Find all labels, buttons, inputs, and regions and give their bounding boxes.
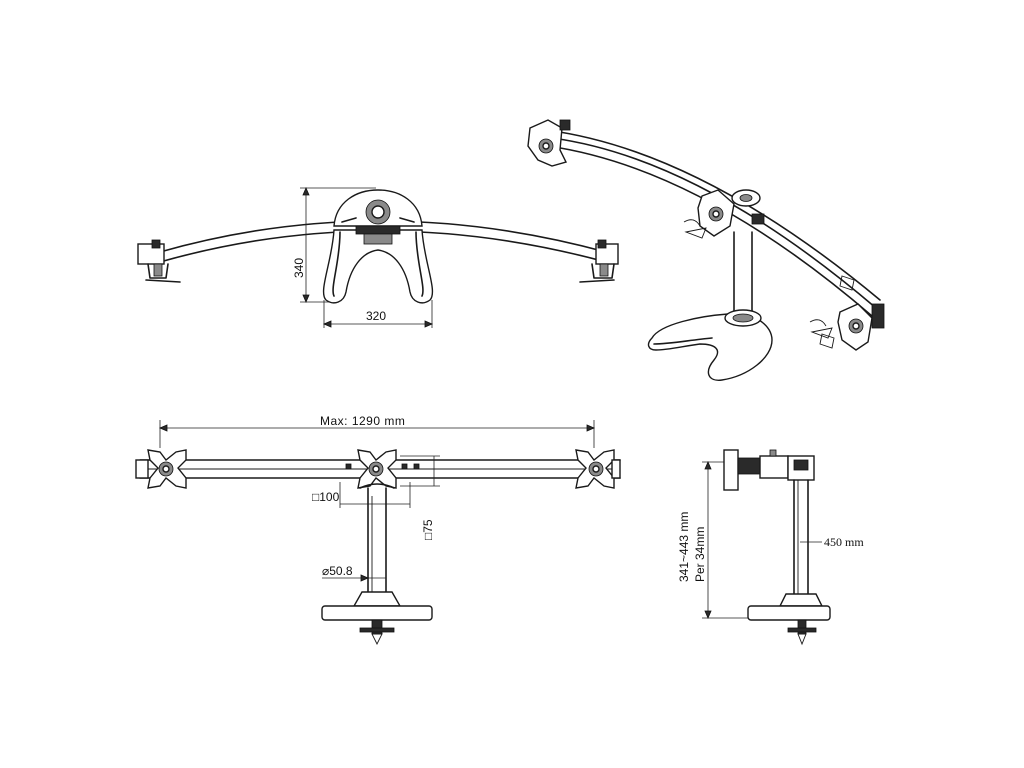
dim-top-width-label: 320: [366, 309, 386, 323]
dim-vesa-100-label: □100: [312, 490, 340, 504]
rotation-arrows: [683, 219, 855, 349]
dim-vesa-75: [400, 455, 440, 487]
dim-top-height-label: 340: [292, 258, 306, 278]
dim-max-length-label: Max: 1290 mm: [320, 414, 405, 428]
dim-top-width: [322, 300, 434, 328]
iso-pole: [733, 231, 753, 316]
top-left-mount: [137, 239, 181, 283]
top-view: 340 320: [137, 186, 619, 328]
front-left-vesa-plate: [135, 449, 187, 489]
isometric-view: [527, 119, 885, 381]
side-mount: [723, 449, 815, 491]
side-pole: [793, 479, 809, 595]
dim-height-step-label: Per 34mm: [693, 527, 707, 582]
front-right-vesa-plate: [575, 449, 621, 489]
dim-height: [702, 460, 770, 620]
dim-pole-diameter-label: ⌀50.8: [322, 564, 353, 578]
dim-max-length: [158, 420, 596, 448]
top-base: [322, 229, 434, 304]
iso-base: [647, 309, 773, 381]
side-view: 341~443 mm Per 34mm 450 mm: [677, 449, 864, 646]
iso-right-mount: [837, 303, 885, 351]
dim-pole-diameter: [322, 574, 386, 582]
side-base: [747, 593, 831, 646]
dim-arm-reach-label: 450 mm: [824, 535, 864, 549]
dim-height-range-label: 341~443 mm: [677, 512, 691, 582]
dim-top-height: [300, 186, 376, 304]
front-middle-vesa-plate: [345, 449, 420, 489]
top-right-mount: [579, 239, 619, 283]
iso-middle-mount: [697, 189, 765, 237]
front-base: [321, 591, 433, 646]
front-pole: [359, 483, 395, 593]
dim-vesa-100: [339, 482, 411, 508]
dim-vesa-75-label: □75: [421, 519, 435, 540]
top-hub: [333, 189, 423, 245]
front-view: Max: 1290 mm: [135, 414, 621, 646]
iso-left-mount: [527, 119, 571, 167]
